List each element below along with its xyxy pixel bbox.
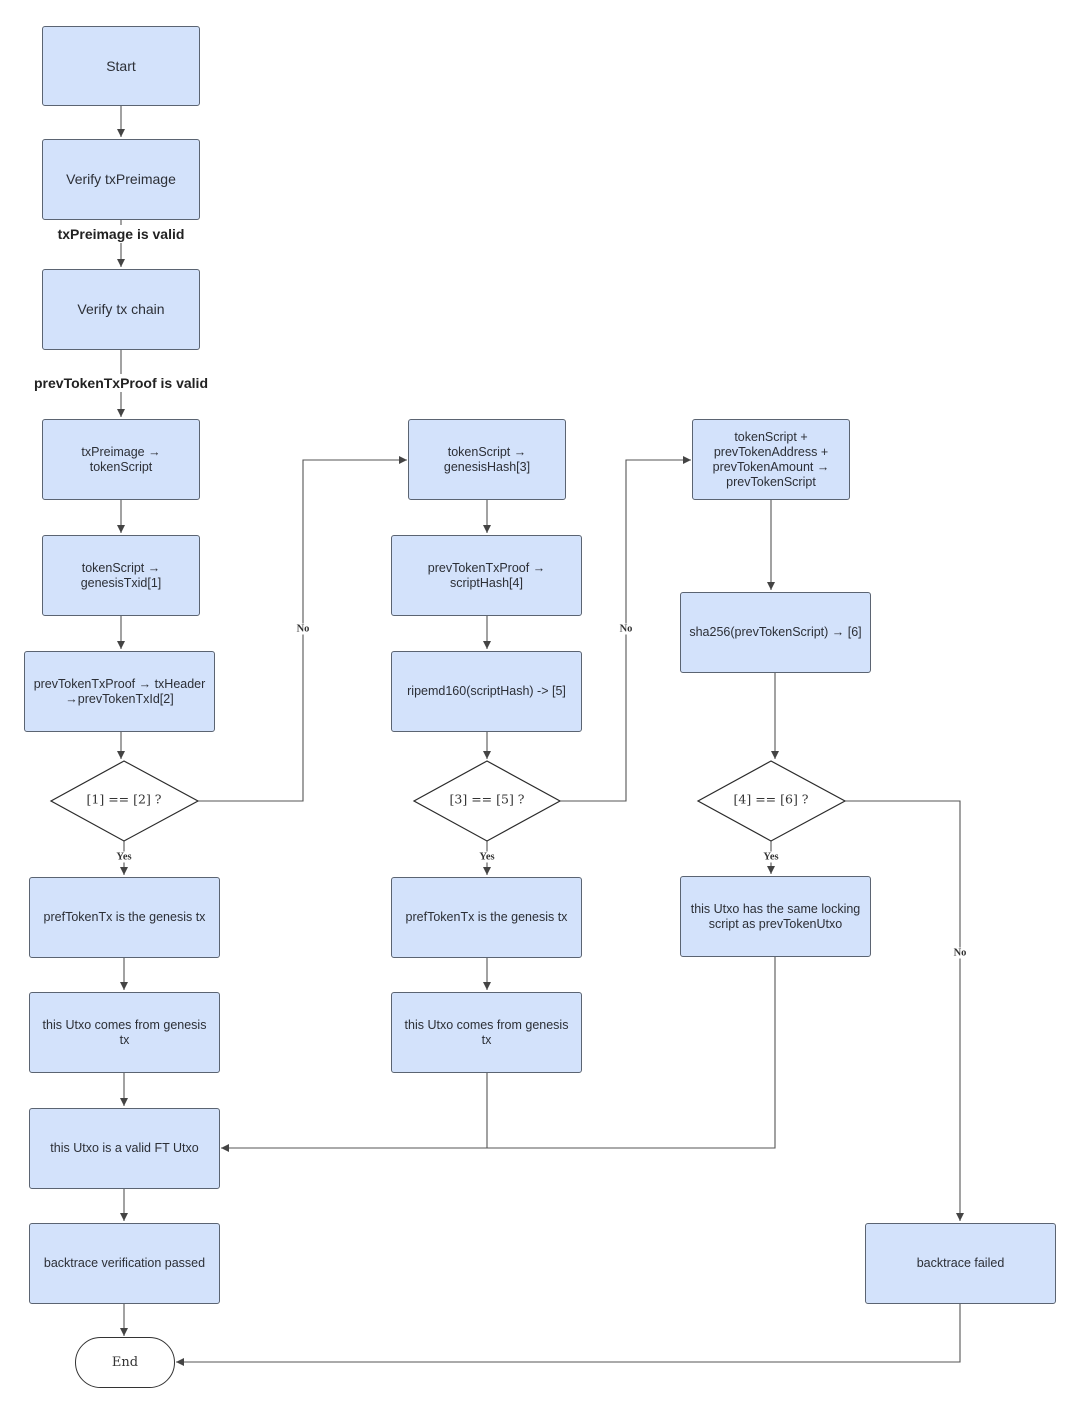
- label-d1-no: No: [295, 623, 311, 635]
- decision-d1-label: [1] == [2] ?: [86, 791, 162, 807]
- node-a3: prevTokenTxProof → txHeader →prevTokenTx…: [24, 651, 215, 732]
- label-d3-yes: Yes: [762, 851, 780, 863]
- node-c1: tokenScript + prevTokenAddress + prevTok…: [692, 419, 850, 500]
- node-end: End: [75, 1337, 175, 1388]
- decision-d3: [696, 760, 847, 842]
- decision-d1: [49, 760, 200, 842]
- node-c3: this Utxo has the same locking script as…: [680, 876, 871, 957]
- node-a1: txPreimage → tokenScript: [42, 419, 200, 500]
- label-preimage-valid: txPreimage is valid: [54, 225, 188, 243]
- decision-d2: [412, 760, 562, 842]
- node-verify-chain: Verify tx chain: [42, 269, 200, 350]
- node-a4: prefTokenTx is the genesis tx: [29, 877, 220, 958]
- node-valid-ft-utxo: this Utxo is a valid FT Utxo: [29, 1108, 220, 1189]
- decision-d3-label: [4] == [6] ?: [733, 791, 809, 807]
- edge-failed-to-end: [176, 1304, 961, 1366]
- node-b3: ripemd160(scriptHash) -> [5]: [391, 651, 582, 732]
- node-c2: sha256(prevTokenScript) → [6]: [680, 592, 871, 673]
- edge-b5-to-valid: [221, 1073, 488, 1152]
- node-b5: this Utxo comes from genesis tx: [391, 992, 582, 1073]
- node-verification-passed: backtrace verification passed: [29, 1223, 220, 1304]
- label-d1-yes: Yes: [115, 851, 133, 863]
- node-a5: this Utxo comes from genesis tx: [29, 992, 220, 1073]
- node-start: Start: [42, 26, 200, 106]
- label-d2-yes: Yes: [478, 851, 496, 863]
- label-d3-no: No: [952, 947, 968, 959]
- node-b4: prefTokenTx is the genesis tx: [391, 877, 582, 958]
- node-verify-preimage: Verify txPreimage: [42, 139, 200, 220]
- label-d2-no: No: [618, 623, 634, 635]
- node-b1: tokenScript → genesisHash[3]: [408, 419, 566, 500]
- edge-c3-to-valid: [487, 957, 776, 1149]
- node-backtrace-failed: backtrace failed: [865, 1223, 1056, 1304]
- edge-d3-no-to-failed: [845, 800, 964, 1221]
- decision-d2-label: [3] == [5] ?: [449, 791, 525, 807]
- node-b2: prevTokenTxProof → scriptHash[4]: [391, 535, 582, 616]
- node-a2: tokenScript → genesisTxid[1]: [42, 535, 200, 616]
- label-proof-valid: prevTokenTxProof is valid: [30, 374, 212, 392]
